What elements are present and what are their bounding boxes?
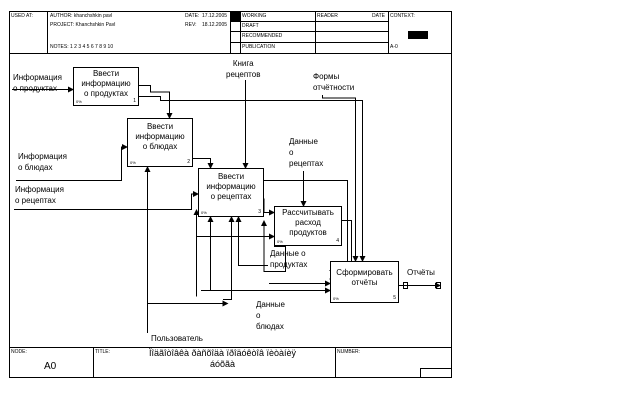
status-publication: PUBLICATION xyxy=(242,44,275,50)
project-field: PROJECT: Khanchshkin Pavl xyxy=(50,22,116,28)
arrow-box3-box4 xyxy=(263,198,275,216)
label-recipe-book: Книга рецептов xyxy=(226,59,261,79)
date-label: DATE: xyxy=(185,13,200,19)
box-title-line: Ввести xyxy=(217,172,245,181)
label-info-dishes: Информация о блюдах xyxy=(18,152,67,172)
status-draft: DRAFT xyxy=(242,23,259,29)
date-value: 17.12.2005 xyxy=(202,13,228,19)
box-cost: 0% xyxy=(277,239,283,244)
box-title-line: информацию xyxy=(206,182,256,191)
box-title-line: Рассчитывать xyxy=(282,208,334,217)
box-title-line: Сформировать xyxy=(336,268,393,277)
label-report-forms: Формы отчётности xyxy=(313,72,355,92)
date2-label: DATE xyxy=(372,13,385,19)
number-label: NUMBER: xyxy=(337,349,361,355)
box-cost: 0% xyxy=(130,160,136,165)
label-dish-data: Данные о блюдах xyxy=(256,300,285,331)
arrow-dish-data-loop xyxy=(223,216,235,300)
box-title-line: о рецептах xyxy=(210,192,252,201)
box-title-line: о блюдах xyxy=(142,142,178,151)
label-recipe-data: Данные о рецептах xyxy=(289,137,324,168)
box-title-line: о продуктах xyxy=(83,89,128,98)
context-thumbnail xyxy=(408,31,428,39)
label-info-products: Информация о продуктах xyxy=(13,73,62,93)
label-info-recipes: Информация о рецептах xyxy=(15,185,64,205)
notes-field: NOTES: 1 2 3 4 5 6 7 8 9 10 xyxy=(50,44,114,50)
arrow-box2-box3 xyxy=(193,158,214,169)
label-reports: Отчёты xyxy=(407,268,435,277)
node-value: A0 xyxy=(44,361,57,372)
context-label: CONTEXT: xyxy=(390,13,415,19)
box-title-line: расход xyxy=(295,218,321,227)
arrow-box1-box5 xyxy=(139,96,366,262)
arrow-report-forms xyxy=(322,95,359,262)
label-product-data: Данные о продуктах xyxy=(270,249,308,269)
activity-box-4[interactable]: Рассчитывать расход продуктов 0% 4 xyxy=(274,206,342,246)
box-title-line: информацию xyxy=(135,132,185,141)
diagram-title: Ïîäãîòîâêà ðàñõîäà ïðîäóêòîâ ïèòàíèÿ áóõ… xyxy=(148,348,297,369)
box-number: 3 xyxy=(258,209,261,215)
box-title-line: Ввести xyxy=(146,122,174,131)
status-working: WORKING xyxy=(242,13,267,19)
activity-box-3[interactable]: Ввести информацию о рецептах 0% 3 xyxy=(198,168,264,217)
box-cost: 0% xyxy=(76,99,82,104)
box-title-line: информацию xyxy=(81,79,131,88)
node-label: NODE: xyxy=(11,349,27,355)
rev-label: REV: xyxy=(185,22,197,28)
context-node: A-0 xyxy=(390,44,398,50)
arrow-info-dishes xyxy=(16,144,128,181)
arrow-box4-feedback xyxy=(261,220,286,272)
box-number: 1 xyxy=(133,98,136,104)
box-number: 5 xyxy=(393,295,396,301)
box-number: 2 xyxy=(187,159,190,165)
author-field: AUTHOR: khanchshkin pavl xyxy=(50,13,113,19)
rev-value: 18.12.2005 xyxy=(202,22,228,28)
arrow-product-data-loop xyxy=(235,216,268,266)
activity-box-5[interactable]: Сформировать отчёты 0% 5 xyxy=(330,261,399,303)
reader-label: READER xyxy=(317,13,338,19)
box-title-line: продуктов xyxy=(289,228,327,237)
box-title-line: отчёты xyxy=(351,278,378,287)
label-user: Пользователь xyxy=(151,334,203,343)
working-marker xyxy=(231,12,240,21)
arrow-box1-box2 xyxy=(139,85,173,119)
title-label: TITLE: xyxy=(95,349,111,355)
box-number: 4 xyxy=(336,238,339,244)
status-recommended: RECOMMENDED xyxy=(242,33,283,39)
box-cost: 0% xyxy=(201,210,207,215)
used-at-label: USED AT: xyxy=(11,13,33,19)
box-title-line: Ввести xyxy=(92,69,120,78)
arrow-info-recipes xyxy=(14,191,199,210)
activity-box-2[interactable]: Ввести информацию о блюдах 0% 2 xyxy=(127,118,193,167)
activity-box-1[interactable]: Ввести информацию о продуктах 0% 1 xyxy=(73,67,139,106)
box-cost: 0% xyxy=(333,296,339,301)
